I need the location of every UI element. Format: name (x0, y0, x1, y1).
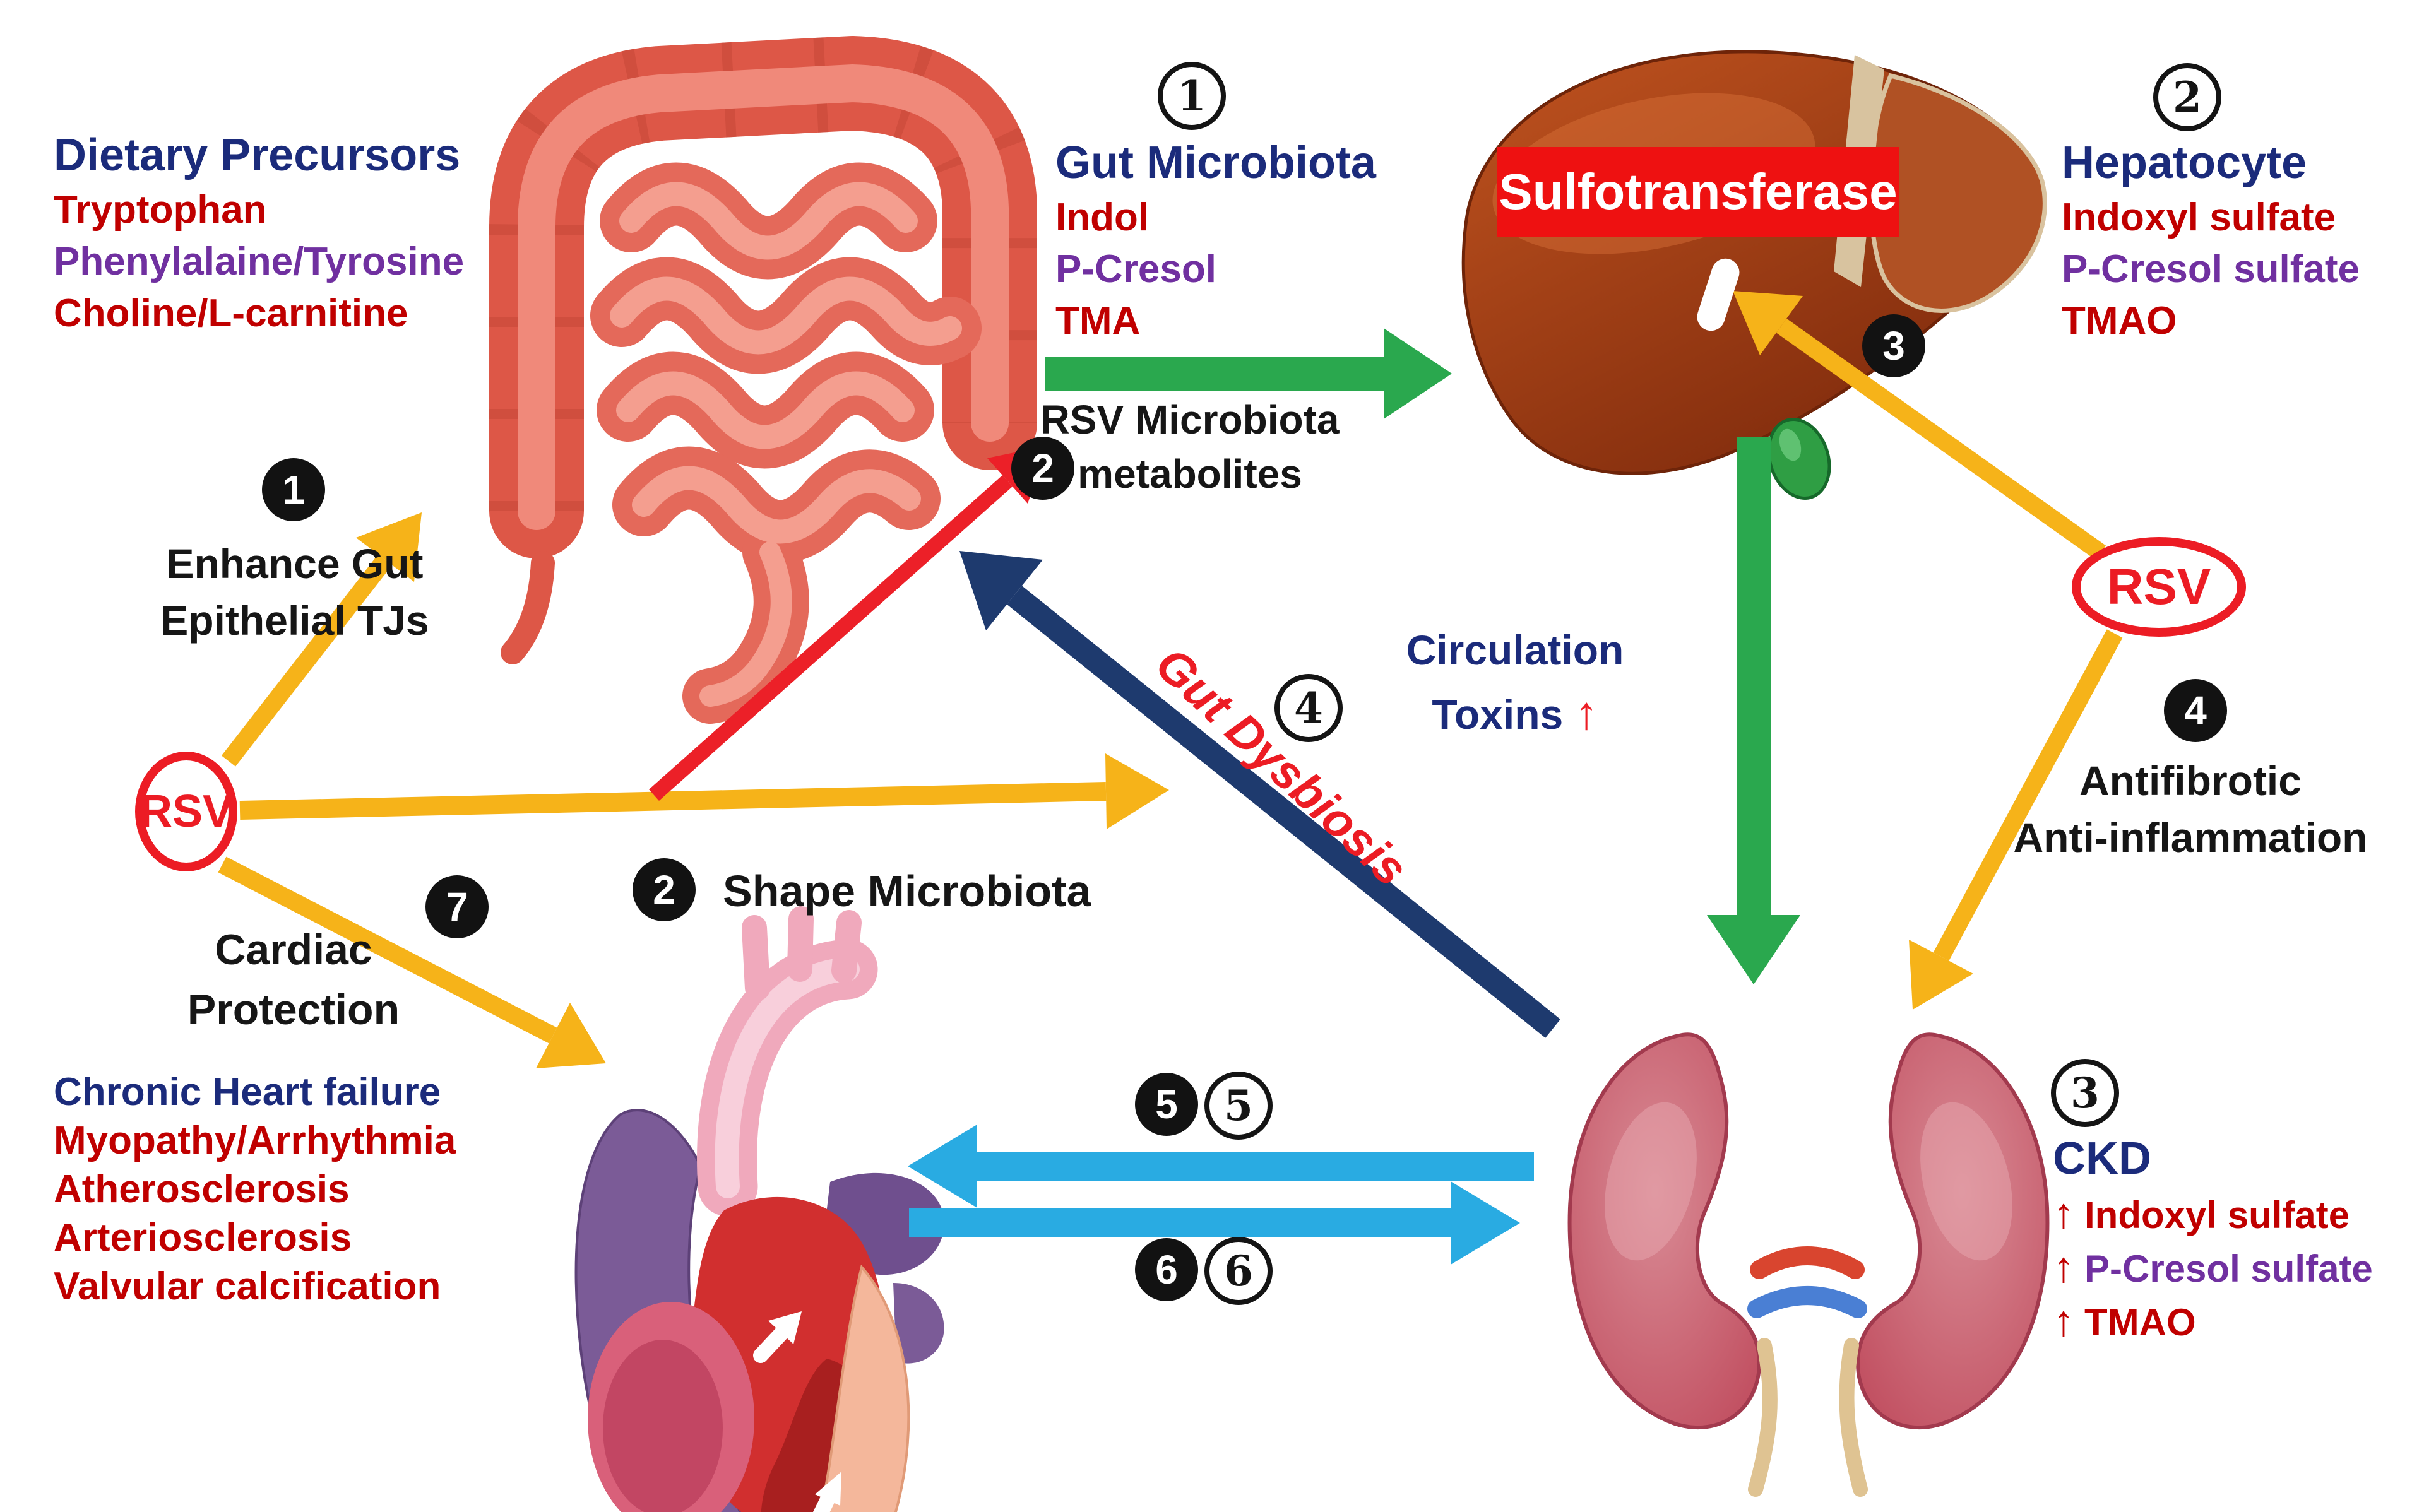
circled-number-2: 2 (2153, 63, 2221, 131)
ckd-block: CKD ↑ Indoxyl sulfate ↑ P-Cresol sulfate… (2053, 1130, 2373, 1349)
dietary-precursors-title: Dietary Precursors (54, 130, 461, 180)
dietary-item-choline: Choline/L-carnitine (54, 292, 408, 335)
ckd-title: CKD (2053, 1133, 2151, 1184)
rsv-node-left: RSV (135, 752, 237, 871)
blood-flow-arrow-icon (753, 1311, 841, 1512)
step-badge-4: 4 (2164, 679, 2227, 742)
rsv-metabolites-line1: RSV Microbiota (1040, 397, 1340, 442)
gut-microbiota-title: Gut Microbiota (1055, 138, 1376, 188)
hepatocyte-tmao: TMAO (2062, 299, 2177, 343)
step-badge-1: 1 (262, 458, 325, 521)
gut-microbiota-pcresol: P-Cresol (1055, 247, 1216, 291)
circulation-toxins-block: Circulation Toxins ↑ (1406, 618, 1624, 746)
ckd-item-indoxyl: ↑ Indoxyl sulfate (2053, 1188, 2373, 1241)
arrow-heart-to-kidney (909, 1181, 1520, 1265)
step-badge-6: 6 (1135, 1238, 1198, 1301)
arrow-rsv-shape-microbiota (239, 753, 1169, 829)
step-badge-7: 7 (425, 875, 489, 938)
toxins-up-arrow-icon: ↑ (1574, 687, 1598, 739)
step-badge-3: 3 (1862, 314, 1925, 377)
step-badge-2-shape: 2 (633, 858, 696, 921)
ckd-item-tmao: ↑ TMAO (2053, 1295, 2373, 1349)
circulation-line2: Toxins ↑ (1432, 687, 1598, 739)
antifibrotic-line2: Anti-inflammation (2013, 814, 2368, 861)
hepatocyte-pcresol: P-Cresol sulfate (2062, 247, 2360, 291)
circulation-line1: Circulation (1406, 627, 1624, 673)
heart-list-title: Chronic Heart failure (54, 1070, 441, 1114)
step-badge-2-metabolites: 2 (1011, 437, 1074, 500)
step-badge-5: 5 (1135, 1073, 1198, 1136)
ckd-item-pcresol: ↑ P-Cresol sulfate (2053, 1241, 2373, 1295)
heart-list-arteriosclerosis: Arteriosclerosis (54, 1216, 352, 1260)
arrow-gut-to-liver (1045, 328, 1452, 419)
dietary-precursors-block: Dietary Precursors Tryptophan Phenylalai… (54, 126, 464, 340)
arrow-rsv-to-gut (221, 512, 422, 767)
shape-microbiota-label: Shape Microbiota (723, 866, 1091, 916)
hepatocyte-indoxyl: Indoxyl sulfate (2062, 196, 2336, 239)
arrow-kidney-to-heart (908, 1125, 1534, 1208)
gut-microbiota-block: Gut Microbiota Indol P-Cresol TMA (1055, 134, 1376, 347)
arrow-rsv-to-liver (1733, 291, 2106, 560)
gut-illustration (489, 35, 1037, 724)
hepatocyte-block: Hepatocyte Indoxyl sulfate P-Cresol sulf… (2062, 134, 2360, 347)
circled-number-1: 1 (1158, 62, 1226, 130)
circled-number-6: 6 (1204, 1237, 1273, 1305)
ckd-up-arrow-icon: ↑ (2053, 1190, 2074, 1237)
arrow-gut-dysbiosis-kidney-to-gut (960, 551, 1560, 1038)
dietary-item-tryptophan: Tryptophan (54, 188, 267, 232)
cardiac-protection-block: Cardiac Protection (187, 920, 400, 1040)
gallbladder-icon (1767, 417, 1831, 500)
antifibrotic-block: Antifibrotic Anti-inflammation (2014, 752, 2368, 866)
enhance-gut-block: Enhance Gut Epithelial TJs (160, 535, 429, 649)
circled-number-5: 5 (1204, 1072, 1273, 1140)
ckd-up-arrow-icon: ↑ (2053, 1297, 2074, 1345)
gut-microbiota-tma: TMA (1055, 299, 1141, 343)
heart-list-myopathy: Myopathy/Arrhythmia (54, 1119, 456, 1162)
rsv-metabolites-block: RSV Microbiota metabolites (1041, 393, 1340, 501)
gut-microbiota-indol: Indol (1055, 196, 1150, 239)
rsv-node-right: RSV (2072, 537, 2246, 637)
sulfotransferase-label-box: Sulfotransferase (1497, 147, 1899, 237)
arrow-rsv-to-kidney (1909, 629, 2123, 1010)
cardiac-line2: Protection (187, 986, 400, 1034)
arrow-liver-to-kidney (1707, 437, 1800, 984)
antifibrotic-line1: Antifibrotic (2079, 757, 2302, 804)
heart-illustration (574, 906, 944, 1512)
circled-number-3: 3 (2051, 1059, 2119, 1127)
hepatocyte-title: Hepatocyte (2062, 138, 2307, 188)
cardiac-line1: Cardiac (215, 926, 372, 974)
heart-disease-block: Chronic Heart failure Myopathy/Arrhythmi… (54, 1068, 456, 1311)
enhance-line1: Enhance Gut (166, 540, 424, 587)
enhance-line2: Epithelial TJs (160, 597, 429, 644)
heart-list-atherosclerosis: Atherosclerosis (54, 1167, 350, 1211)
rsv-metabolites-line2: metabolites (1078, 451, 1302, 497)
kidneys-illustration (1567, 1034, 2048, 1497)
ckd-up-arrow-icon: ↑ (2053, 1243, 2074, 1291)
circled-number-4: 4 (1274, 674, 1343, 742)
dietary-item-phenylalaine: Phenylalaine/Tyrosine (54, 240, 465, 283)
arrow-rsv-to-heart (218, 856, 606, 1068)
heart-list-valvular: Valvular calcification (54, 1265, 441, 1308)
